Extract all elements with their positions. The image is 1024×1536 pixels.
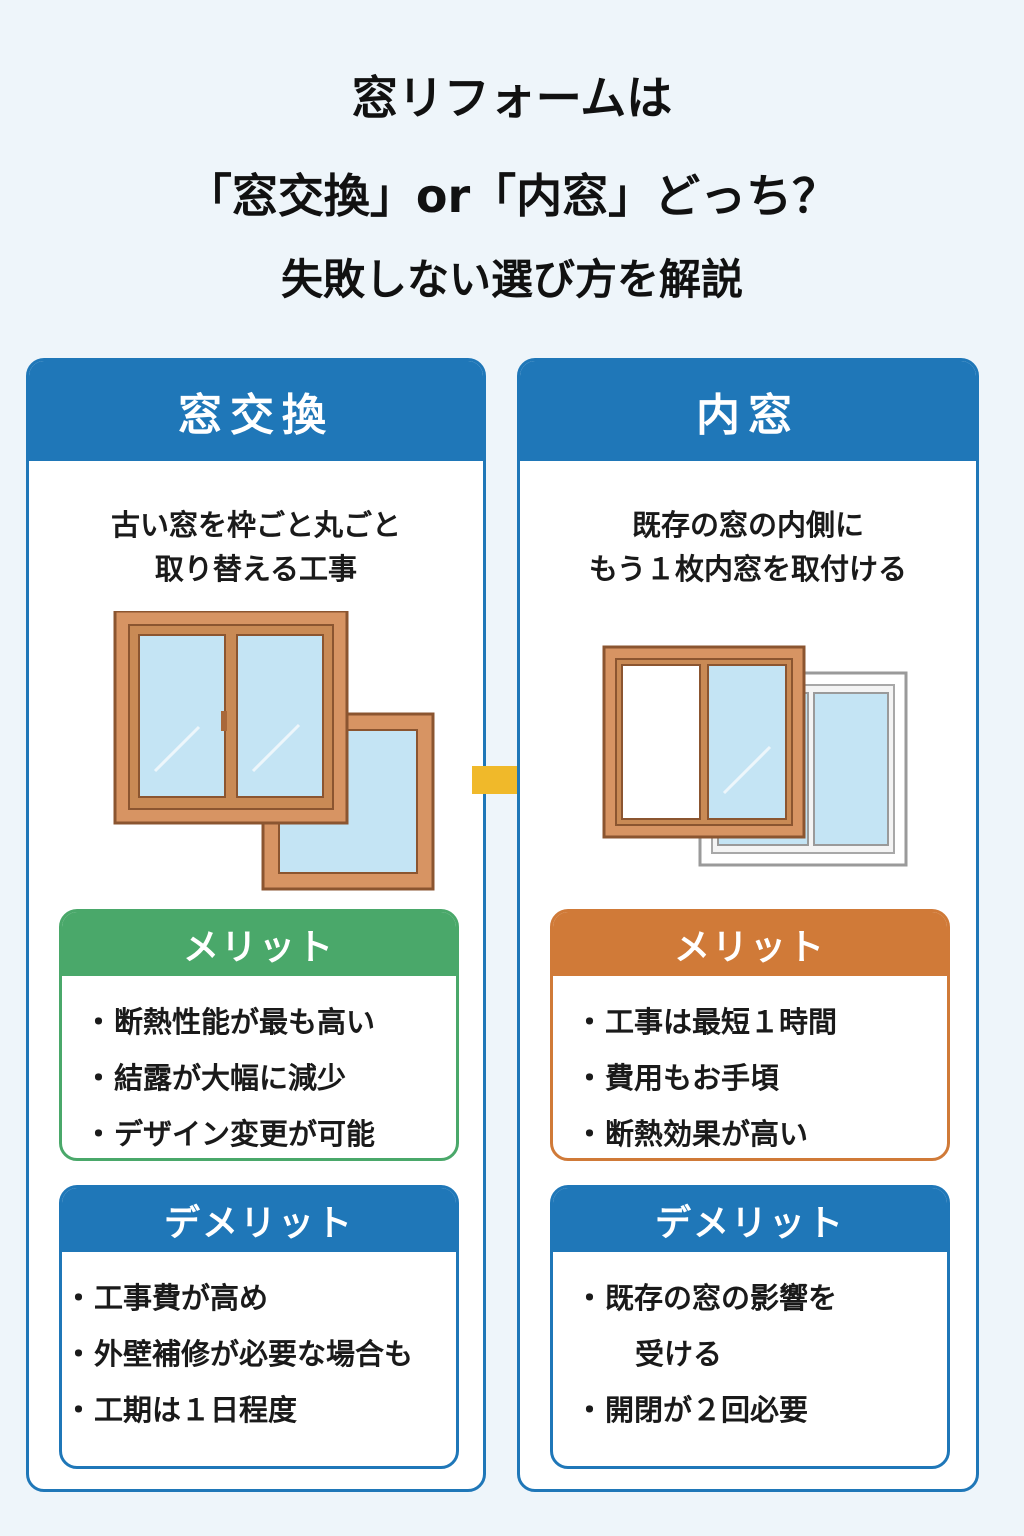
description-line: 取り替える工事 [154, 552, 358, 586]
inner-window-title: 内窓 [520, 361, 976, 461]
title-line-2: 「窓交換」or「内窓」どっち？ [185, 169, 839, 223]
window-replacement-illustration [113, 611, 435, 891]
window-replacement-merits: メリット 断熱性能が最も高い 結露が大幅に減少 デザイン変更が可能 [59, 909, 459, 1161]
inner-window-merits: メリット 工事は最短１時間 費用もお手頃 断熱効果が高い [550, 909, 950, 1161]
merit-item: 工事は最短１時間 [575, 994, 947, 1050]
demerit-item-continued: 受ける [635, 1337, 723, 1371]
description-line: 既存の窓の内側に [631, 508, 864, 542]
window-replacement-demerits: デメリット 工事費が高め 外壁補修が必要な場合も 工期は１日程度 [59, 1185, 459, 1469]
description-line: 古い窓を枠ごと丸ごと [110, 508, 401, 542]
inner-window-demerits: デメリット 既存の窓の影響を 受ける 開閉が２回必要 [550, 1185, 950, 1469]
inner-window-icon [602, 645, 806, 839]
demerit-item: 開閉が２回必要 [575, 1382, 947, 1438]
inner-window-description: 既存の窓の内側に もう１枚内窓を取付ける [520, 503, 976, 591]
old-window-icon [113, 611, 349, 825]
demerits-heading: デメリット [553, 1188, 947, 1252]
merit-item: 断熱性能が最も高い [84, 994, 456, 1050]
merits-heading: メリット [62, 912, 456, 976]
demerit-item: 外壁補修が必要な場合も [64, 1326, 456, 1382]
title-line-3: 失敗しない選び方を解説 [280, 255, 743, 304]
window-replacement-panel: 窓交換 古い窓を枠ごと丸ごと 取り替える工事 メリット 断熱性能が最も高い 結露… [26, 358, 486, 1492]
window-replacement-description: 古い窓を枠ごと丸ごと 取り替える工事 [29, 503, 483, 591]
window-replacement-title: 窓交換 [29, 361, 483, 461]
merit-item: 断熱効果が高い [575, 1106, 947, 1158]
description-line: もう１枚内窓を取付ける [588, 552, 908, 586]
demerit-item: 工事費が高め [64, 1270, 456, 1326]
merit-item: デザイン変更が可能 [84, 1106, 456, 1158]
demerits-heading: デメリット [62, 1188, 456, 1252]
merit-item: 結露が大幅に減少 [84, 1050, 456, 1106]
merit-item: 費用もお手頃 [575, 1050, 947, 1106]
demerit-item: 工期は１日程度 [64, 1382, 456, 1438]
inner-window-illustration [602, 645, 908, 867]
title-line-1: 窓リフォームは [351, 71, 673, 125]
demerit-item: 既存の窓の影響を [575, 1270, 947, 1326]
merits-heading: メリット [553, 912, 947, 976]
inner-window-panel: 内窓 既存の窓の内側に もう１枚内窓を取付ける メリット 工事は最短１時間 費用… [517, 358, 979, 1492]
